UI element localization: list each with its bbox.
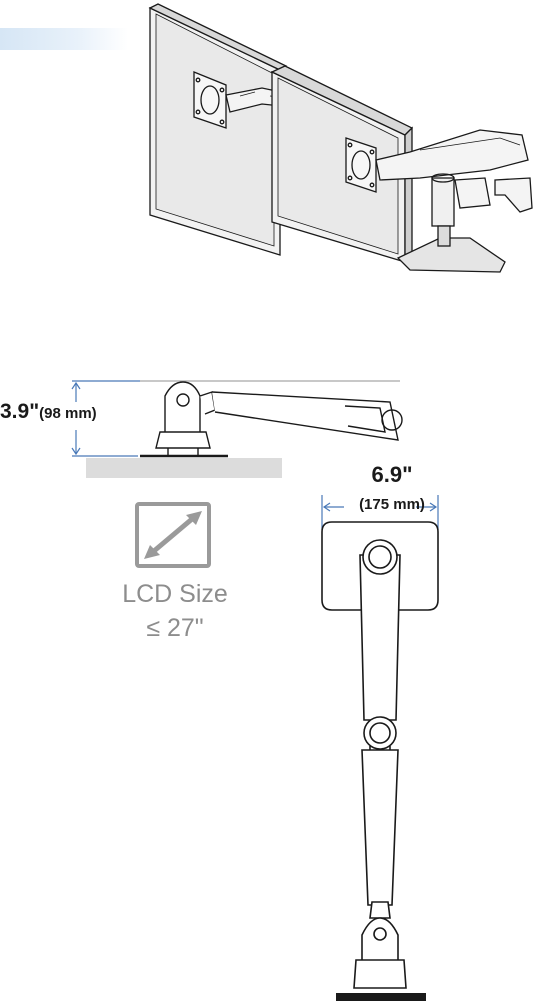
height-mm: (98 mm) <box>39 405 97 422</box>
width-dimension-line <box>321 495 439 530</box>
height-dimension-line <box>71 380 140 457</box>
diagonal-resize-icon <box>130 497 216 573</box>
top-view-illustration <box>321 495 439 1001</box>
header-banner <box>0 28 128 50</box>
desk-surface <box>86 458 282 478</box>
dual-monitor-illustration <box>148 3 533 273</box>
width-inches: 6.9" <box>371 462 413 487</box>
side-view-illustration <box>71 380 403 478</box>
height-inches: 3.9" <box>0 400 40 423</box>
width-mm: (175 mm) <box>359 496 425 513</box>
height-dimension-label: 3.9"(98 mm) <box>0 400 130 424</box>
lcd-size-label: LCD Size <box>122 580 228 608</box>
lcd-size-value: ≤ 27" <box>146 614 204 642</box>
